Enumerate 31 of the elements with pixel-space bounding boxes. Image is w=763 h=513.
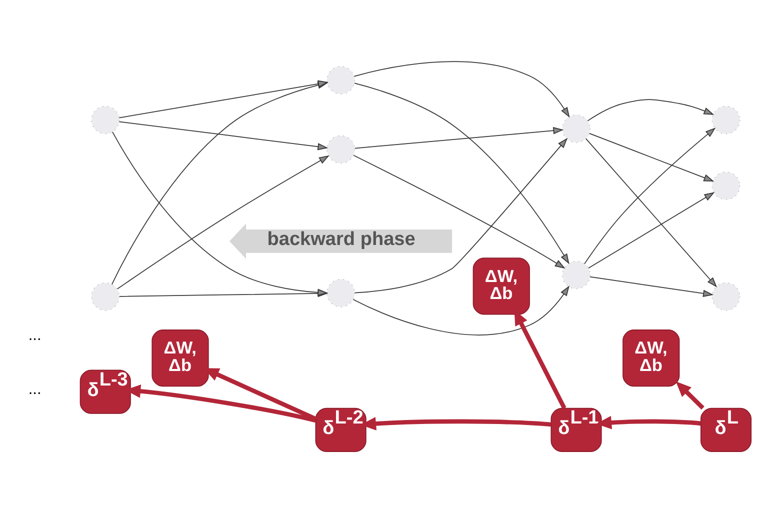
node-circle [712,106,740,134]
arrow [596,416,701,430]
label: ... [28,380,42,398]
node-circle [91,282,120,311]
arrow [354,127,564,149]
arrow [118,121,328,150]
node-circle [91,106,120,134]
node-box: ΔW, Δb [472,258,530,315]
label: ... [28,327,42,344]
node-circle [712,282,740,311]
node-box: ΔW, Δb [152,330,209,387]
node-circle [562,260,591,290]
arrow [587,99,714,122]
arrow [116,155,330,290]
arrow [586,138,718,288]
node-circle [712,172,740,200]
node-circle [326,278,356,308]
arrow [354,82,570,264]
node-circle [326,66,356,94]
arrow [590,276,714,297]
node-circle [326,135,356,164]
node-circle [562,114,591,143]
node-box: ΔW, Δb [622,330,680,387]
arrow [584,128,716,264]
arrow [354,138,568,294]
arrow [354,61,570,118]
arrow [676,381,704,410]
arrow [588,192,715,269]
arrow [589,133,714,182]
arrow [353,154,566,269]
arrow [352,286,570,336]
